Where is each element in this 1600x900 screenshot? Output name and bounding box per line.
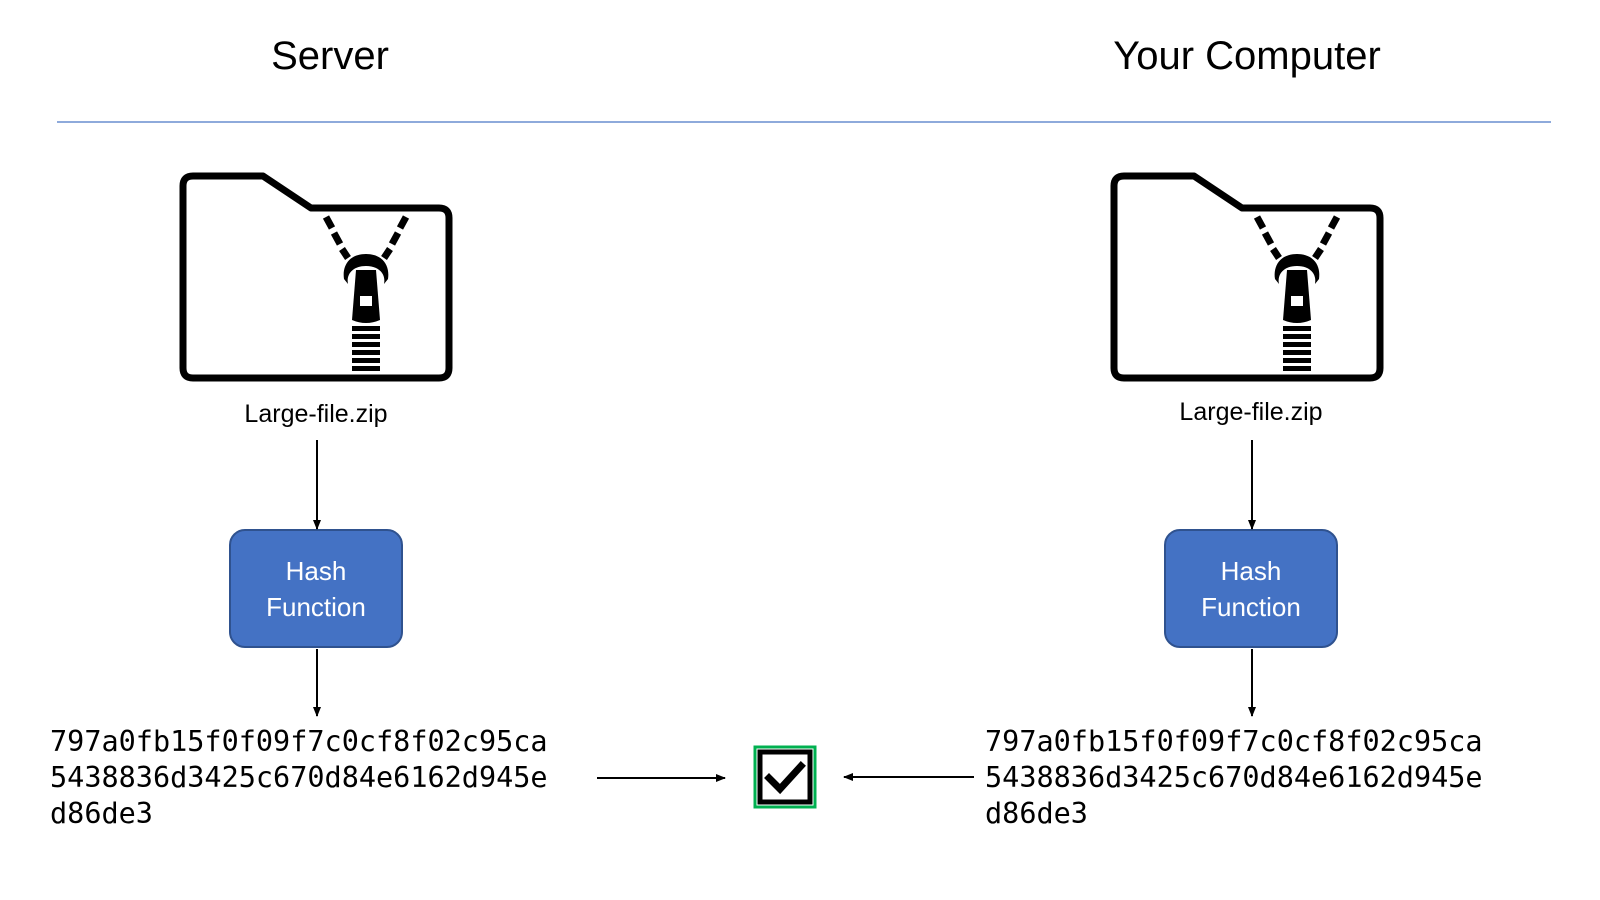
server-hash-line-1: 797a0fb15f0f09f7c0cf8f02c95ca — [50, 725, 548, 758]
client-hash-function-box: Hash Function — [1164, 529, 1338, 648]
client-hash-line-1: 797a0fb15f0f09f7c0cf8f02c95ca — [985, 725, 1483, 758]
your-computer-title: Your Computer — [1113, 34, 1381, 78]
server-hash-function-label-line1: Hash — [285, 555, 347, 586]
server-hash-line-3: d86de3 — [50, 797, 153, 830]
server-title: Server — [271, 34, 389, 78]
client-hash-function-label-line1: Hash — [1220, 555, 1282, 586]
client-hash-line-2: 5438836d3425c670d84e6162d945e — [985, 761, 1483, 794]
client-hash-value: 797a0fb15f0f09f7c0cf8f02c95ca 5438836d34… — [985, 724, 1483, 832]
server-hash-function-label-line2: Function — [266, 591, 366, 622]
server-hash-function-box: Hash Function — [229, 529, 403, 648]
server-hash-value: 797a0fb15f0f09f7c0cf8f02c95ca 5438836d34… — [50, 724, 548, 832]
checkmark-icon — [753, 745, 817, 809]
client-file-label: Large-file.zip — [1179, 398, 1323, 426]
zip-folder-icon — [1110, 172, 1384, 382]
zip-folder-icon — [179, 172, 453, 382]
header-divider — [57, 121, 1551, 123]
client-hash-function-label-line2: Function — [1201, 591, 1301, 622]
client-hash-line-3: d86de3 — [985, 797, 1088, 830]
server-file-label: Large-file.zip — [244, 400, 388, 428]
server-hash-line-2: 5438836d3425c670d84e6162d945e — [50, 761, 548, 794]
